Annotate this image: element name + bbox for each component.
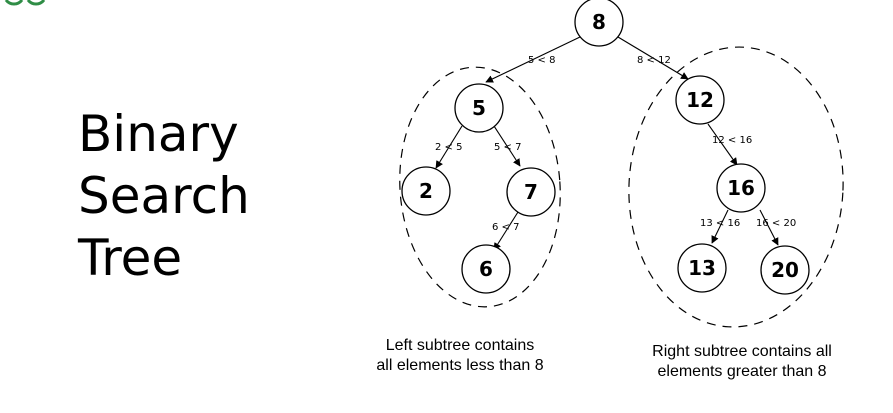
edge-8-5 (485, 36, 581, 83)
node-12: 12 (675, 75, 725, 125)
node-2: 2 (401, 166, 451, 216)
left-caption-line2: all elements less than 8 (376, 357, 544, 374)
node-13: 13 (677, 243, 727, 293)
node-16-label: 16 (727, 176, 755, 200)
logo-icon (4, 0, 46, 6)
right-caption-line1: Right subtree contains all (652, 343, 832, 360)
node-8-label: 8 (592, 10, 606, 34)
edge-5-7 (493, 125, 521, 167)
diagram-title: Binary Search Tree (78, 103, 250, 289)
edge-label-12-16: 12 < 16 (712, 135, 752, 146)
node-7: 7 (506, 167, 556, 217)
node-6: 6 (461, 244, 511, 294)
title-line-binary: Binary (78, 105, 239, 163)
title-line-tree: Tree (78, 229, 183, 287)
node-6-label: 6 (479, 257, 493, 281)
node-2-label: 2 (419, 179, 433, 203)
right-subtree-caption: Right subtree contains all elements grea… (620, 342, 864, 382)
node-20: 20 (760, 245, 810, 295)
node-13-label: 13 (688, 256, 716, 280)
node-5: 5 (454, 83, 504, 133)
node-8: 8 (574, 0, 624, 47)
node-12-label: 12 (686, 88, 714, 112)
edge-label-13-16: 13 < 16 (700, 218, 740, 229)
edge-12-16 (707, 123, 738, 166)
node-7-label: 7 (524, 180, 538, 204)
right-caption-line2: elements greater than 8 (657, 363, 827, 380)
edge-label-16-20: 16 < 20 (756, 218, 796, 229)
edge-label-6-7: 6 < 7 (492, 222, 519, 233)
edge-label-8-12: 8 < 12 (637, 55, 671, 66)
title-line-search: Search (78, 167, 250, 225)
left-caption-line1: Left subtree contains (385, 337, 535, 354)
edge-16-13 (711, 209, 729, 244)
edge-16-20 (759, 209, 779, 246)
left-subtree-caption: Left subtree contains all elements less … (340, 336, 580, 376)
node-5-label: 5 (472, 96, 486, 120)
edge-8-12 (617, 36, 689, 80)
right-subtree-boundary (628, 46, 844, 328)
node-20-label: 20 (771, 258, 799, 282)
edge-label-5-8: 5 < 8 (528, 55, 555, 66)
edge-5-2 (435, 125, 463, 169)
node-16: 16 (716, 163, 766, 213)
edge-7-6 (493, 211, 519, 251)
edge-label-2-5: 2 < 5 (435, 142, 462, 153)
edge-label-5-7: 5 < 7 (494, 142, 521, 153)
left-subtree-boundary (399, 66, 561, 308)
